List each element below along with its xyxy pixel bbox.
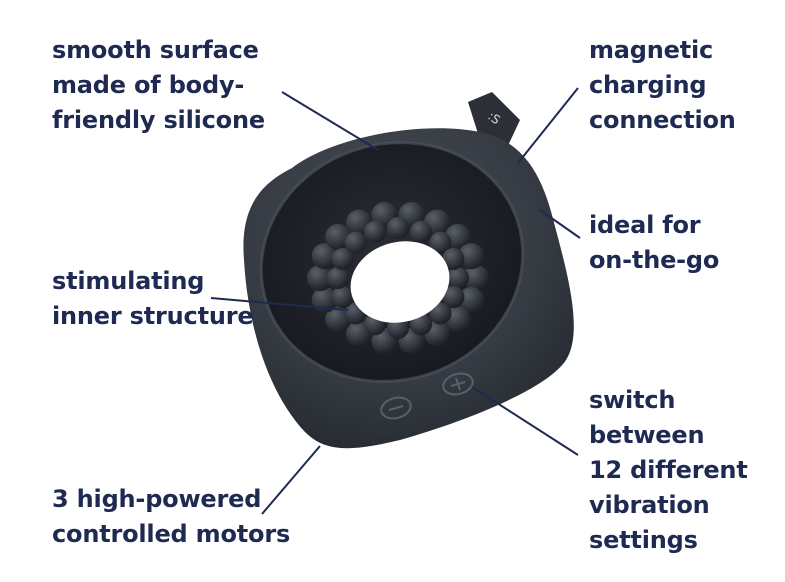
callout-magnetic-charging: magnetic charging connection: [589, 33, 736, 138]
callout-line: on-the-go: [589, 246, 720, 274]
center-opening: [350, 241, 450, 323]
callout-smooth-surface: smooth surface made of body- friendly si…: [52, 33, 265, 138]
minus-icon: [388, 405, 404, 411]
callout-on-the-go: ideal for on-the-go: [589, 208, 719, 278]
callout-line: switch: [589, 386, 676, 414]
callout-line: magnetic: [589, 36, 714, 64]
callout-motors: 3 high-powered controlled motors: [52, 482, 290, 552]
callout-line: 3 high-powered: [52, 485, 262, 513]
bead: [429, 231, 452, 254]
bead: [364, 220, 386, 243]
callout-line: made of body-: [52, 71, 245, 99]
callout-vibration-settings: switch between 12 different vibration se…: [589, 383, 748, 558]
callout-line: ideal for: [589, 211, 701, 239]
leader-inner: [210, 297, 349, 311]
minus-button: [380, 396, 412, 420]
bead: [447, 267, 469, 289]
callout-line: between: [589, 421, 705, 449]
callout-line: stimulating: [52, 267, 205, 295]
callout-line: charging: [589, 71, 707, 99]
bead: [458, 243, 485, 270]
inner-structure-beads: [307, 202, 489, 354]
bead: [387, 217, 409, 239]
bead: [331, 286, 354, 309]
leader-switch: [471, 386, 579, 456]
bead: [429, 302, 452, 325]
bead: [442, 286, 465, 309]
leader-charging: [517, 87, 579, 164]
callout-line: settings: [589, 526, 698, 554]
plus-button: [442, 372, 474, 396]
bead: [410, 220, 432, 243]
callout-inner-structure: stimulating inner structure: [52, 264, 254, 334]
plus-icon: [450, 377, 466, 391]
callout-line: friendly silicone: [52, 106, 265, 134]
leader-onthego: [539, 209, 581, 239]
leader-motors: [261, 445, 321, 515]
bead: [307, 265, 333, 291]
bead: [458, 286, 485, 313]
bead: [311, 243, 338, 270]
bead: [327, 267, 349, 289]
bead: [331, 247, 354, 270]
bead: [442, 247, 465, 270]
leader-lines: [210, 87, 581, 515]
callout-line: inner structure: [52, 302, 254, 330]
bead: [463, 265, 489, 291]
callout-line: vibration: [589, 491, 710, 519]
callout-line: connection: [589, 106, 736, 134]
callout-line: 12 different: [589, 456, 748, 484]
callout-line: controlled motors: [52, 520, 291, 548]
leader-surface: [281, 91, 379, 151]
callout-line: smooth surface: [52, 36, 259, 64]
bead: [344, 231, 367, 254]
